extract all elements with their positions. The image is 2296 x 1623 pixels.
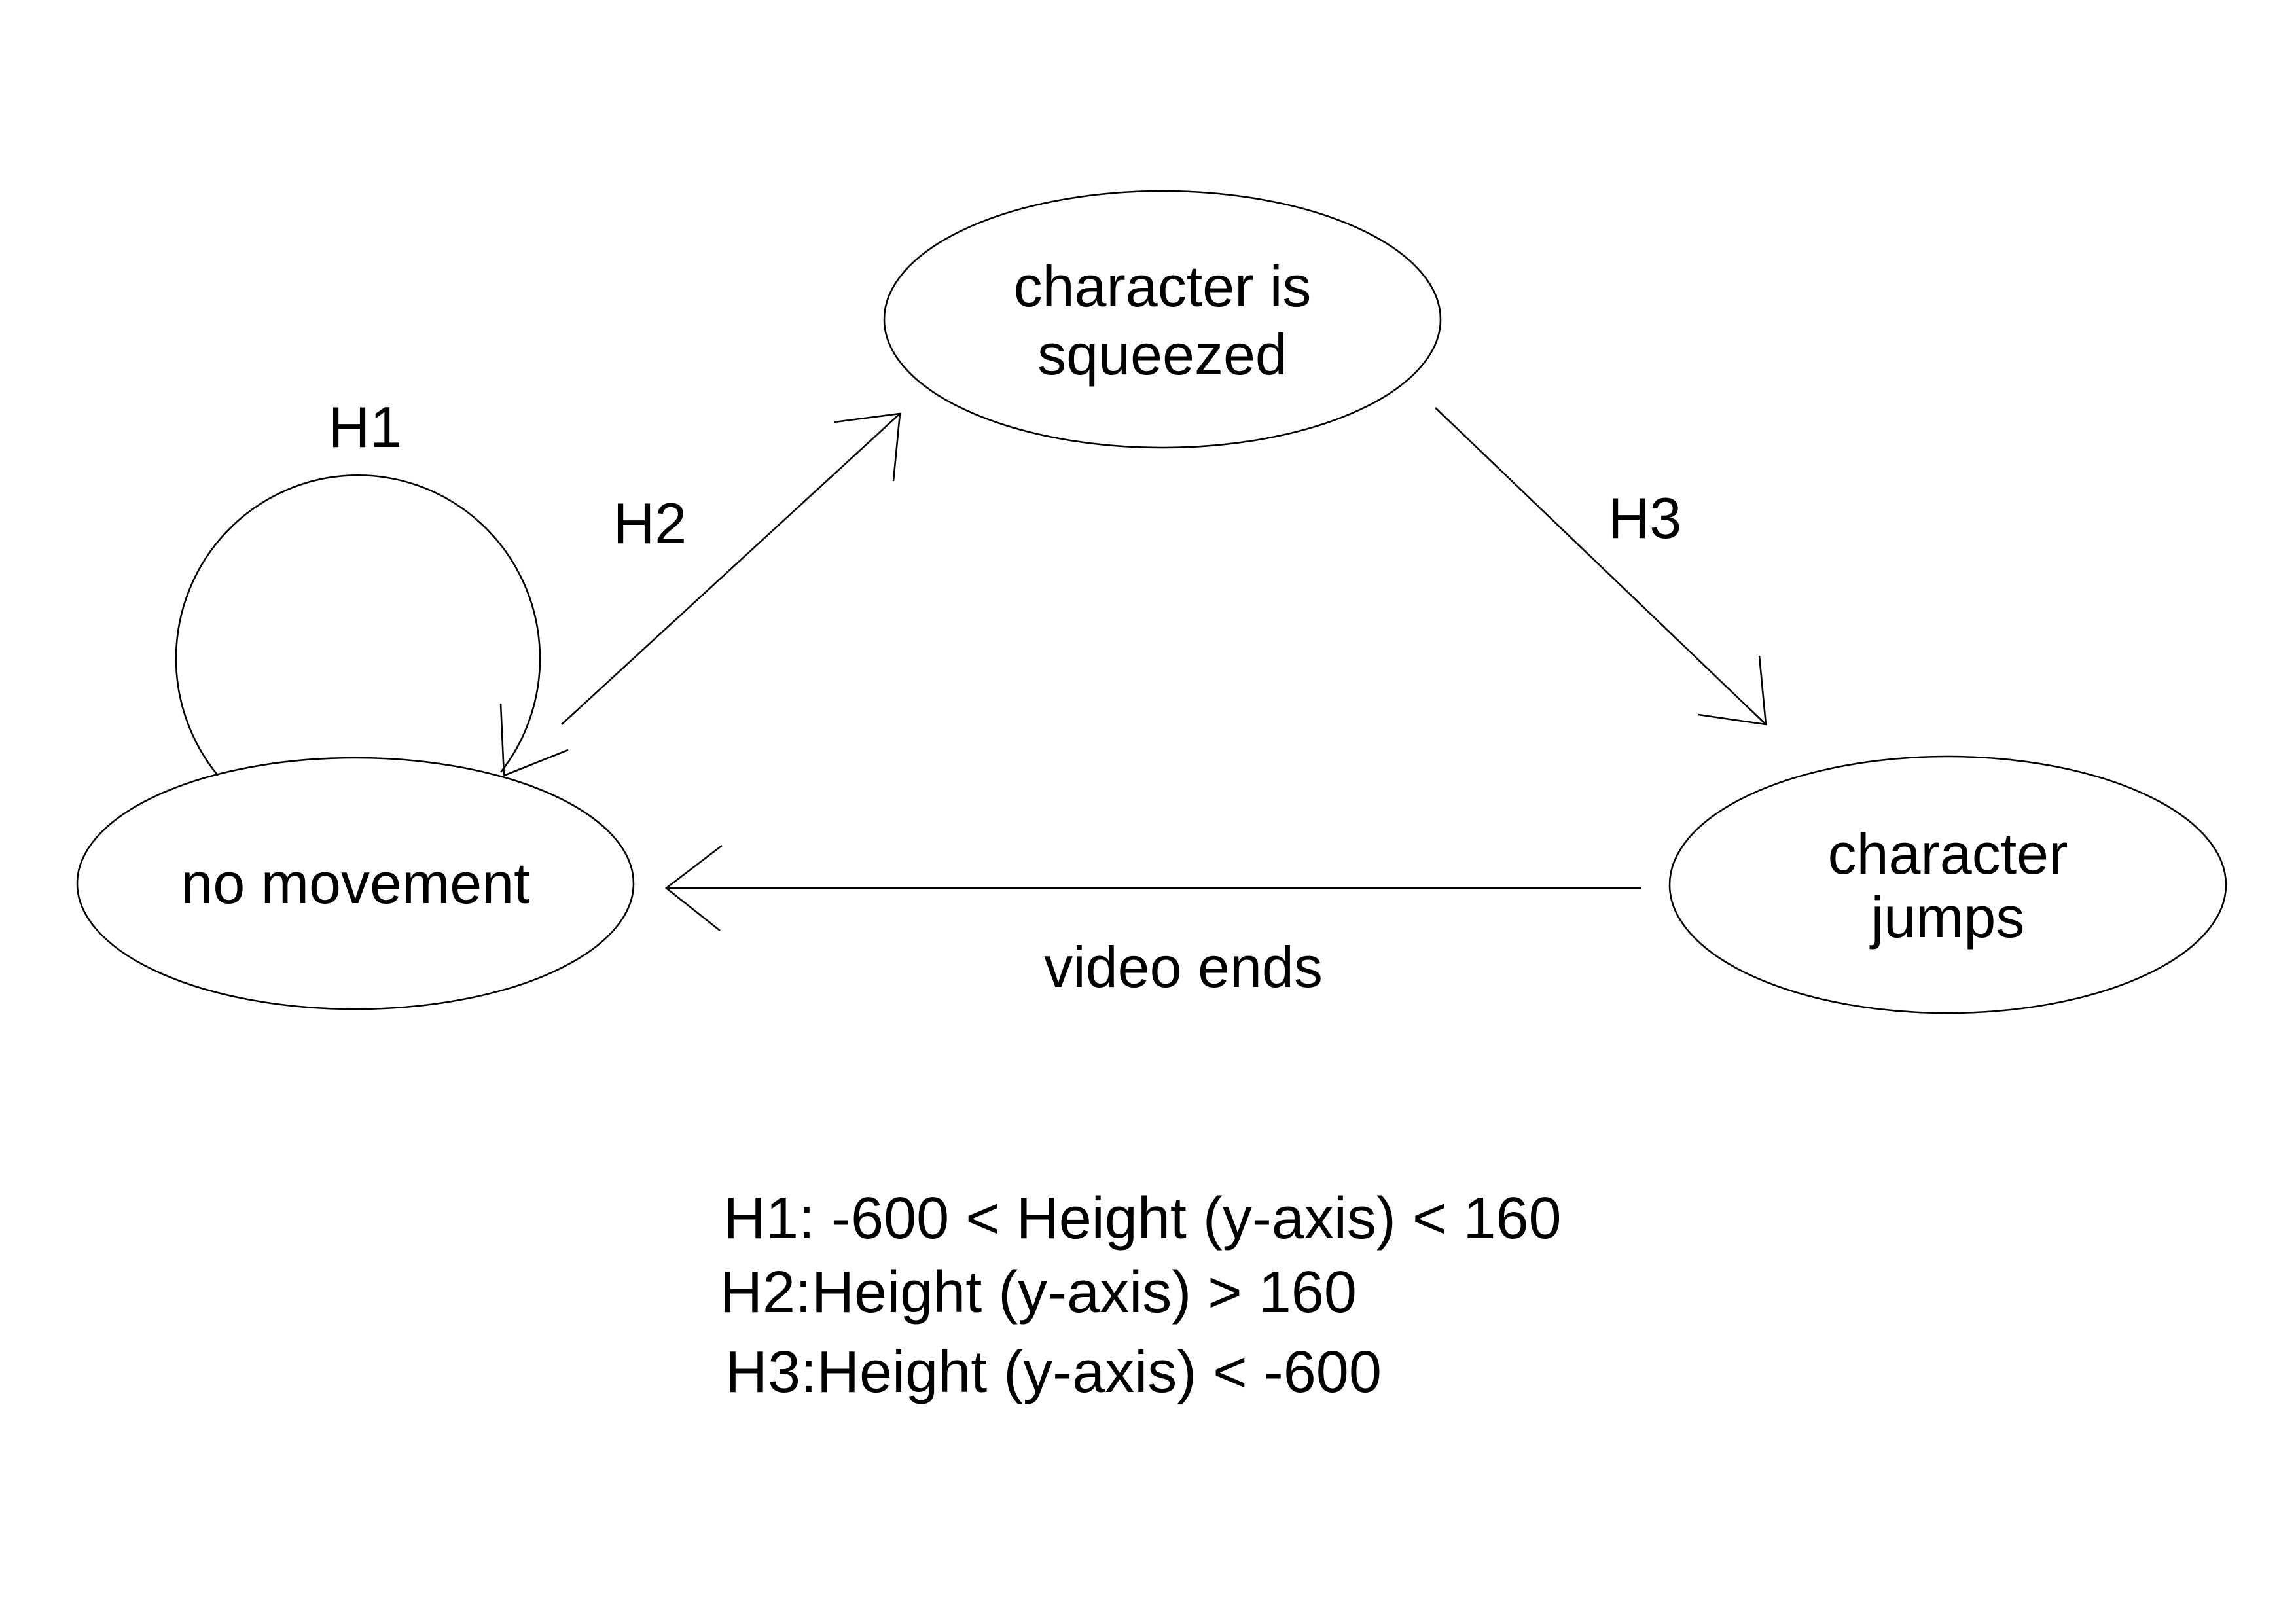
transition-h2-label: H2: [613, 491, 687, 556]
legend: H1: -600 < Height (y-axis) < 160 H2:Heig…: [720, 1186, 1562, 1405]
transition-h1-arrowhead: [499, 703, 569, 777]
state-no-movement: no movement: [76, 757, 635, 1010]
transition-video-ends-arrowhead: [664, 844, 723, 932]
state-squeezed-label-line2: squeezed: [1037, 322, 1287, 387]
state-jumps-label-line1: character: [1828, 821, 2068, 886]
transition-h2: H2: [561, 412, 901, 725]
transition-video-ends-label: video ends: [1044, 935, 1323, 999]
state-squeezed: character is squeezed: [883, 190, 1442, 449]
legend-h1: H1: -600 < Height (y-axis) < 160: [723, 1186, 1562, 1251]
transition-h2-line: [561, 413, 901, 725]
transition-h1-label: H1: [329, 395, 403, 459]
state-squeezed-label-line1: character is: [1014, 254, 1312, 319]
transition-h3-arrowhead: [1698, 655, 1767, 726]
transition-h3-line: [1435, 407, 1767, 725]
state-no-movement-ellipse: [76, 757, 635, 1010]
state-no-movement-label: no movement: [181, 851, 529, 916]
state-jumps-ellipse: [1668, 755, 2227, 1014]
legend-h3: H3:Height (y-axis) < -600: [725, 1340, 1382, 1405]
transition-h1: H1: [175, 395, 569, 777]
transition-h3-label: H3: [1608, 486, 1682, 550]
transition-h1-loop: [175, 474, 541, 776]
state-jumps: character jumps: [1668, 755, 2227, 1014]
legend-h2: H2:Height (y-axis) > 160: [720, 1260, 1357, 1325]
transition-video-ends: video ends: [664, 844, 1641, 999]
state-squeezed-ellipse: [883, 190, 1442, 449]
transition-h2-arrowhead: [834, 412, 901, 482]
transition-h3: H3: [1435, 407, 1767, 726]
state-jumps-label-line2: jumps: [1869, 885, 2025, 950]
